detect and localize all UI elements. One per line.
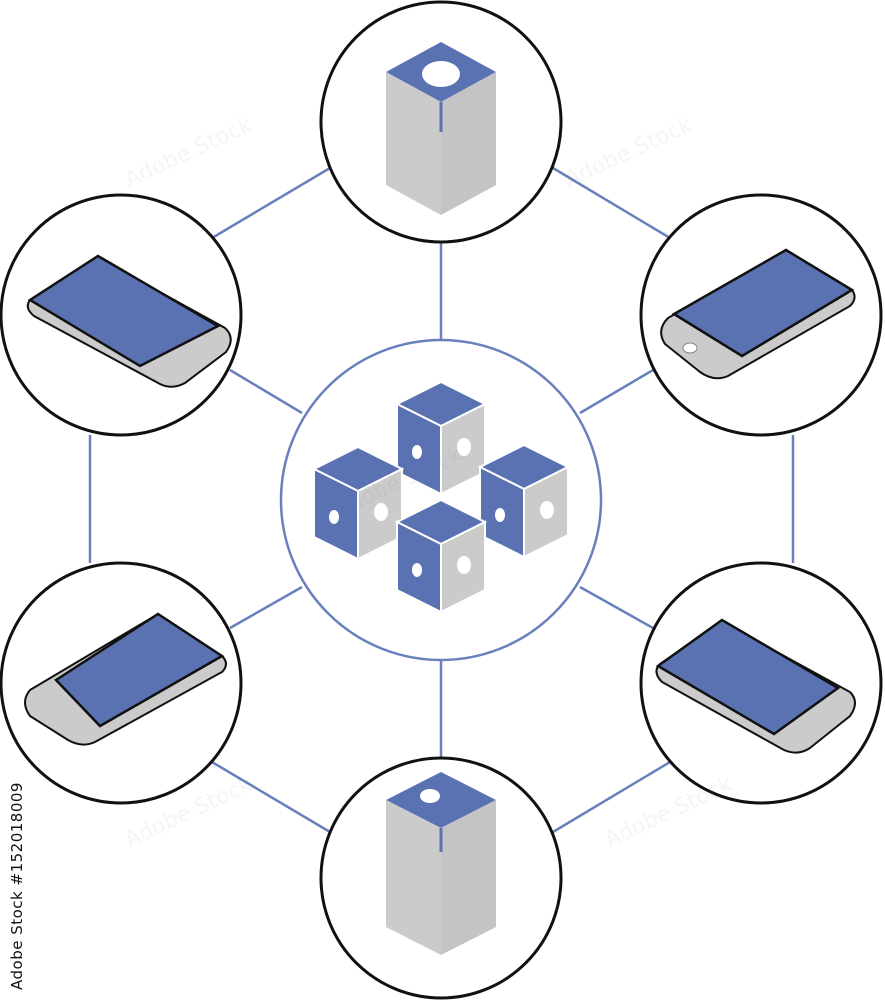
stock-id-label: #152018009 xyxy=(8,782,26,886)
spoke-bottomleft xyxy=(229,585,303,630)
link-bottomright-bottom xyxy=(552,760,671,834)
server-tower-icon xyxy=(386,42,496,215)
connection-lines xyxy=(88,166,795,834)
stock-id-text: Adobe Stock #152018009 xyxy=(8,782,26,990)
block-cube-left xyxy=(311,445,405,561)
smartphone-icon xyxy=(24,612,227,746)
link-top-topleft xyxy=(211,166,331,240)
smartphone-icon xyxy=(660,248,856,380)
link-bottomleft-bottom xyxy=(211,760,331,834)
stock-brand-label: Adobe Stock xyxy=(8,890,26,990)
smartphone-icon xyxy=(655,618,856,754)
blocks-icon xyxy=(311,380,571,614)
spoke-topright xyxy=(579,368,654,415)
server-tower-icon xyxy=(386,772,496,955)
block-cube-bottom xyxy=(394,498,488,614)
link-top-topright xyxy=(552,166,671,240)
block-cube-top xyxy=(394,380,488,496)
smartphone-icon xyxy=(26,254,232,388)
block-cube-right xyxy=(477,443,571,559)
spoke-bottomright xyxy=(579,585,654,630)
spoke-topleft xyxy=(229,368,303,415)
